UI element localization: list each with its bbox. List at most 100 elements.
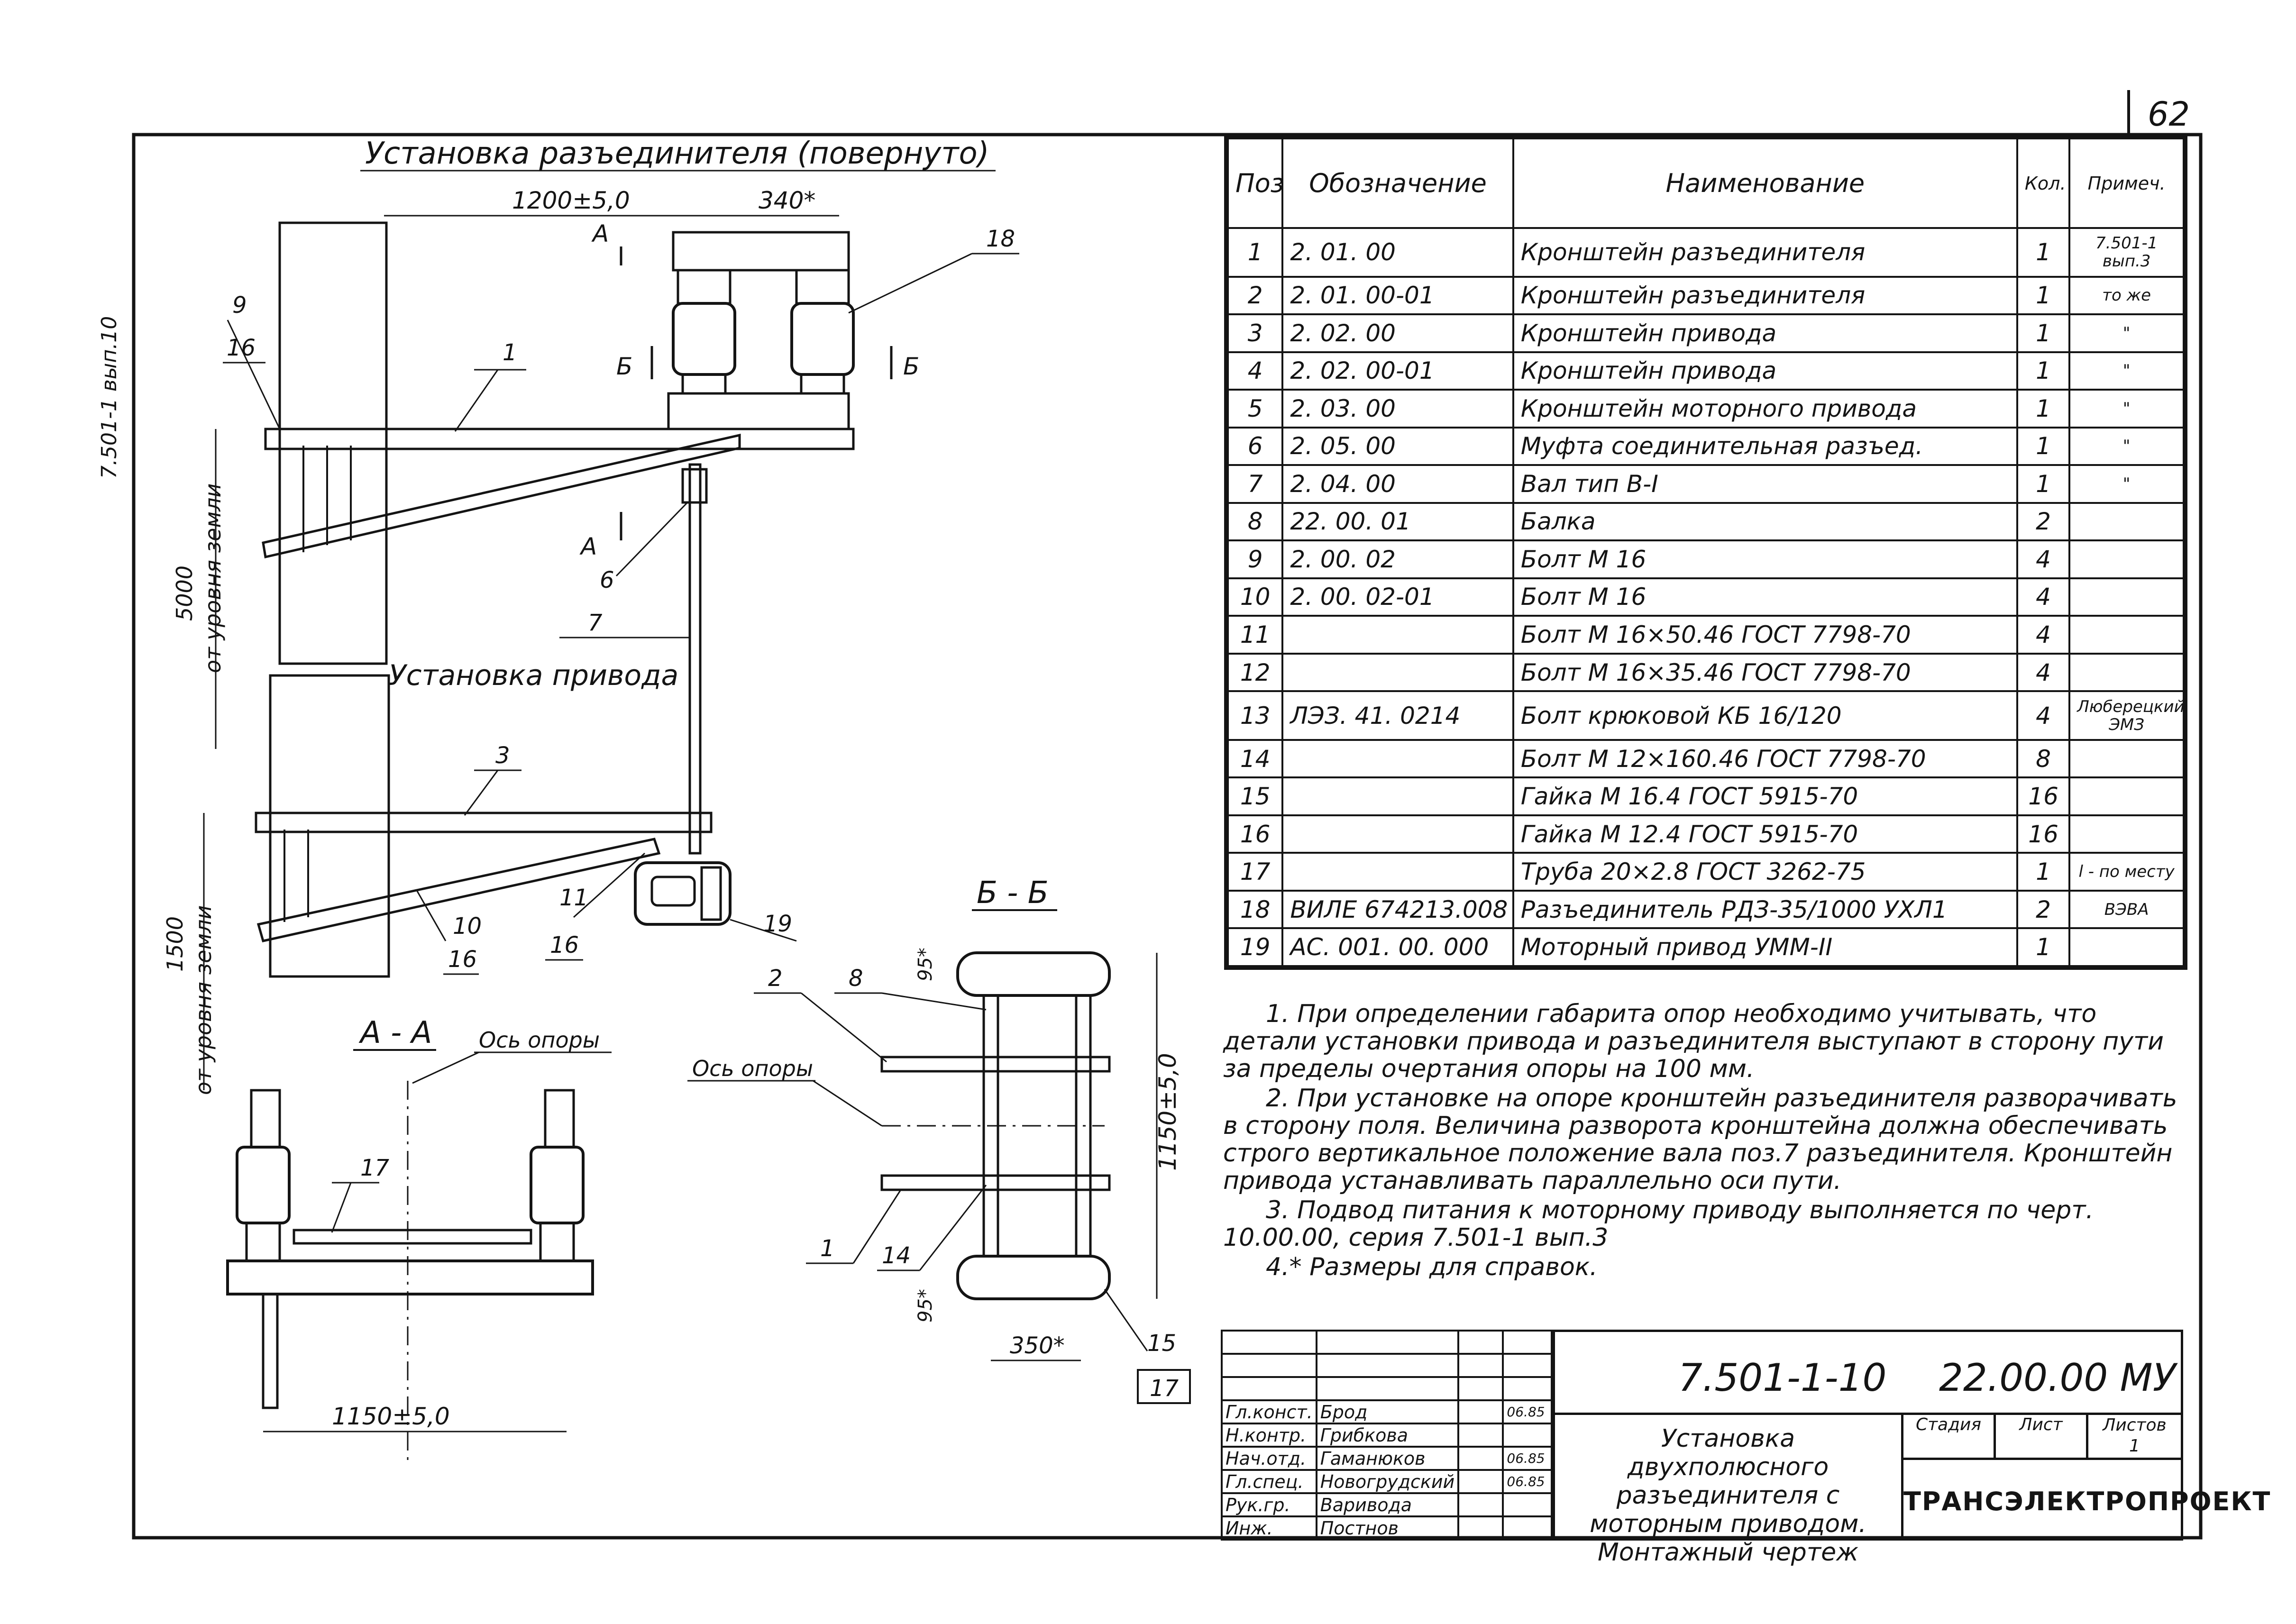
spec-cell-name: Муфта соединительная разъед. — [1512, 426, 2018, 466]
spec-cell-pos: 3 — [1226, 313, 1284, 353]
callout-19: 19 — [763, 911, 792, 937]
signature-sign — [1457, 1399, 1504, 1424]
spec-header-designation: Обозначение — [1281, 137, 1514, 229]
coupling-6 — [681, 468, 708, 504]
insulator-left — [672, 269, 736, 395]
spec-cell-designation — [1281, 615, 1514, 655]
sheet-label: Лист — [2019, 1415, 2063, 1434]
signature-role: Гл.спец. — [1221, 1469, 1317, 1494]
aa-insulator-left — [236, 1089, 291, 1262]
doc-code: 22.00.00 МУ — [1939, 1356, 2176, 1400]
sheet-frame — [132, 133, 2203, 1540]
spec-cell-name: Болт М 16 — [1512, 577, 2018, 617]
insulator-right — [790, 269, 855, 395]
spec-header-qty: Кол. — [2016, 137, 2071, 229]
spec-cell-pos: 7 — [1226, 464, 1284, 504]
bracket-1 — [264, 428, 855, 450]
sheet-number: 62 — [2148, 95, 2190, 134]
spec-cell-note — [2068, 615, 2185, 655]
spec-cell-qty: 16 — [2016, 776, 2071, 816]
spec-cell-qty: 16 — [2016, 814, 2071, 854]
motor-drive-19 — [634, 861, 732, 926]
spec-cell-pos: 19 — [1226, 927, 1284, 967]
drawing-title: Установка двухполюсного разъединителя с … — [1590, 1424, 1866, 1567]
spec-cell-note: " — [2068, 351, 2185, 391]
spec-cell-note: ВЭВА — [2068, 889, 2185, 930]
spec-cell-pos: 1 — [1226, 227, 1284, 278]
note-1: 1. При определении габарита опор необход… — [1223, 1000, 2164, 1083]
spec-cell-qty: 4 — [2016, 577, 2071, 617]
callout-15: 16 — [227, 335, 256, 361]
marker-b-left: Б — [616, 353, 632, 380]
dim-from-ground-1500: от уровня земли — [191, 905, 216, 1095]
spec-cell-pos: 15 — [1226, 776, 1284, 816]
dim-height-1500: 1500 — [162, 916, 188, 972]
organization-cell: ТРАНСЭЛЕКТРОПРОЕКТ — [1901, 1458, 2270, 1541]
signature-empty-cell — [1457, 1330, 1504, 1355]
callout-16: 17 — [1150, 1375, 1179, 1402]
section-bb-axis-label: Ось опоры — [692, 1056, 813, 1081]
spec-cell-name: Кронштейн разъединителя — [1512, 275, 2018, 316]
spec-header-note: Примеч. — [2068, 137, 2185, 229]
signature-empty-row — [1221, 1376, 1553, 1401]
bb-top-plate — [956, 951, 1111, 997]
section-bb-title: Б - Б — [977, 876, 1049, 911]
spec-cell-pos: 14 — [1226, 739, 1284, 779]
callout-17: 17 — [360, 1155, 390, 1181]
callout-7: 7 — [588, 610, 603, 636]
spec-cell-name: Гайка М 16.4 ГОСТ 5915-70 — [1512, 776, 2018, 816]
signature-row: Рук.гр.Варивода — [1221, 1492, 1553, 1517]
note-4: 4.* Размеры для справок. — [1266, 1253, 1598, 1281]
spec-cell-designation — [1281, 852, 1514, 892]
spec-cell-designation: ВИЛЕ 674213.008 СБ — [1281, 889, 1514, 930]
specification-table: Поз. Обозначение Наименование Кол. Приме… — [1224, 135, 2187, 970]
bb-bracket-1 — [880, 1174, 1111, 1191]
spec-cell-qty: 1 — [2016, 275, 2071, 316]
signature-empty-cell — [1457, 1376, 1504, 1401]
spec-cell-note — [2068, 814, 2185, 854]
spec-cell-pos: 13 — [1226, 690, 1284, 741]
spec-cell-note: то же — [2068, 275, 2185, 316]
signature-role: Рук.гр. — [1221, 1492, 1317, 1517]
spec-cell-name: Вал тип В-I — [1512, 464, 2018, 504]
spec-header-row: Поз. Обозначение Наименование Кол. Приме… — [1226, 137, 2185, 229]
disconnector-base — [667, 392, 850, 430]
signature-date: 06.85 — [1502, 1469, 1553, 1494]
marker-b-right: Б — [903, 353, 919, 380]
spec-cell-name: Кронштейн привода — [1512, 351, 2018, 391]
signature-role: Нач.отд. — [1221, 1446, 1317, 1471]
spec-cell-qty: 1 — [2016, 464, 2071, 504]
spec-cell-qty: 1 — [2016, 313, 2071, 353]
dim-bb-95-bottom: 95* — [915, 1289, 936, 1323]
spec-cell-name: Болт М 16×35.46 ГОСТ 7798-70 — [1512, 652, 2018, 693]
signature-empty-cell — [1315, 1376, 1460, 1401]
spec-cell-designation: 2. 04. 00 — [1281, 464, 1514, 504]
spec-cell-note — [2068, 502, 2185, 542]
spec-cell-designation: 2. 02. 00 — [1281, 313, 1514, 353]
spec-cell-name: Болт крюковой КБ 16/120 — [1512, 690, 2018, 741]
aa-frame — [226, 1259, 594, 1296]
bracket-strut-lower — [256, 838, 661, 942]
stage-label: Стадия — [1915, 1415, 1982, 1434]
signature-date — [1502, 1515, 1553, 1541]
stage-cell: Стадия — [1901, 1413, 1996, 1460]
spec-cell-qty: 1 — [2016, 852, 2071, 892]
spec-header-name: Наименование — [1512, 137, 2018, 229]
signature-name: Брод — [1315, 1399, 1460, 1424]
callout-9: 9 — [232, 292, 247, 319]
spec-cell-designation — [1281, 652, 1514, 693]
signature-empty-cell — [1315, 1353, 1460, 1378]
spec-cell-pos: 4 — [1226, 351, 1284, 391]
spec-cell-name: Балка — [1512, 502, 2018, 542]
spec-cell-qty: 4 — [2016, 652, 2071, 693]
